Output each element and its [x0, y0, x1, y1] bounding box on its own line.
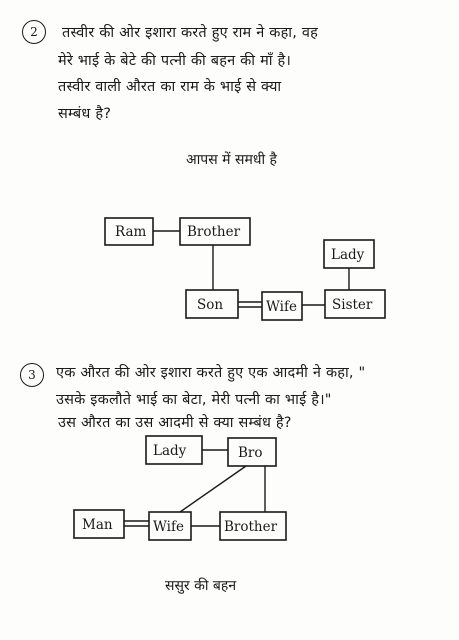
- q3-wife-label: Wife: [153, 519, 184, 535]
- question-3-line-2: उसके इकलौते भाई का बेटा, मेरी पत्नी का भ…: [56, 392, 332, 408]
- question-2-family-diagram: Ram Brother Lady Son Wife Sister: [104, 217, 386, 321]
- brother-label: Brother: [187, 224, 241, 240]
- question-2-line-2: मेरे भाई के बेटे की पत्नी की बहन की माँ …: [58, 53, 292, 69]
- question-3-answer: ससुर की बहन: [165, 578, 237, 594]
- question-2-answer: आपस में समधी है: [186, 152, 277, 168]
- lady-label: Lady: [331, 247, 365, 263]
- question-3-line-1: एक औरत की ओर इशारा करते हुए एक आदमी ने क…: [56, 365, 366, 381]
- son-box: [185, 289, 239, 319]
- sister-box: [324, 289, 386, 319]
- question-3-number: 3: [20, 363, 44, 387]
- man-label: Man: [82, 517, 113, 533]
- son-label: Son: [197, 297, 223, 313]
- question-3-line-3: उस औरत का उस आदमी से क्या सम्बंध है?: [58, 415, 292, 431]
- wife-box: [261, 291, 303, 321]
- wife-bro-link: [179, 465, 247, 513]
- bro-label: Bro: [238, 445, 263, 461]
- question-2-line-3: तस्वीर वाली औरत का राम के भाई से क्या: [58, 79, 282, 95]
- man-box: [73, 509, 125, 539]
- question-2-number: 2: [22, 20, 46, 44]
- question-2-line-1: तस्वीर की ओर इशारा करते हुए राम ने कहा, …: [62, 25, 319, 41]
- question-2-line-4: सम्बंध है?: [58, 106, 112, 122]
- q3-brother-label: Brother: [224, 519, 278, 535]
- question-3-family-diagram: Lady Bro Man Wife Brother: [73, 435, 287, 541]
- bro-box: [227, 437, 277, 467]
- wife-label: Wife: [266, 299, 297, 315]
- ram-label: Ram: [115, 224, 147, 240]
- sister-label: Sister: [332, 297, 373, 313]
- q3-lady-label: Lady: [153, 443, 187, 459]
